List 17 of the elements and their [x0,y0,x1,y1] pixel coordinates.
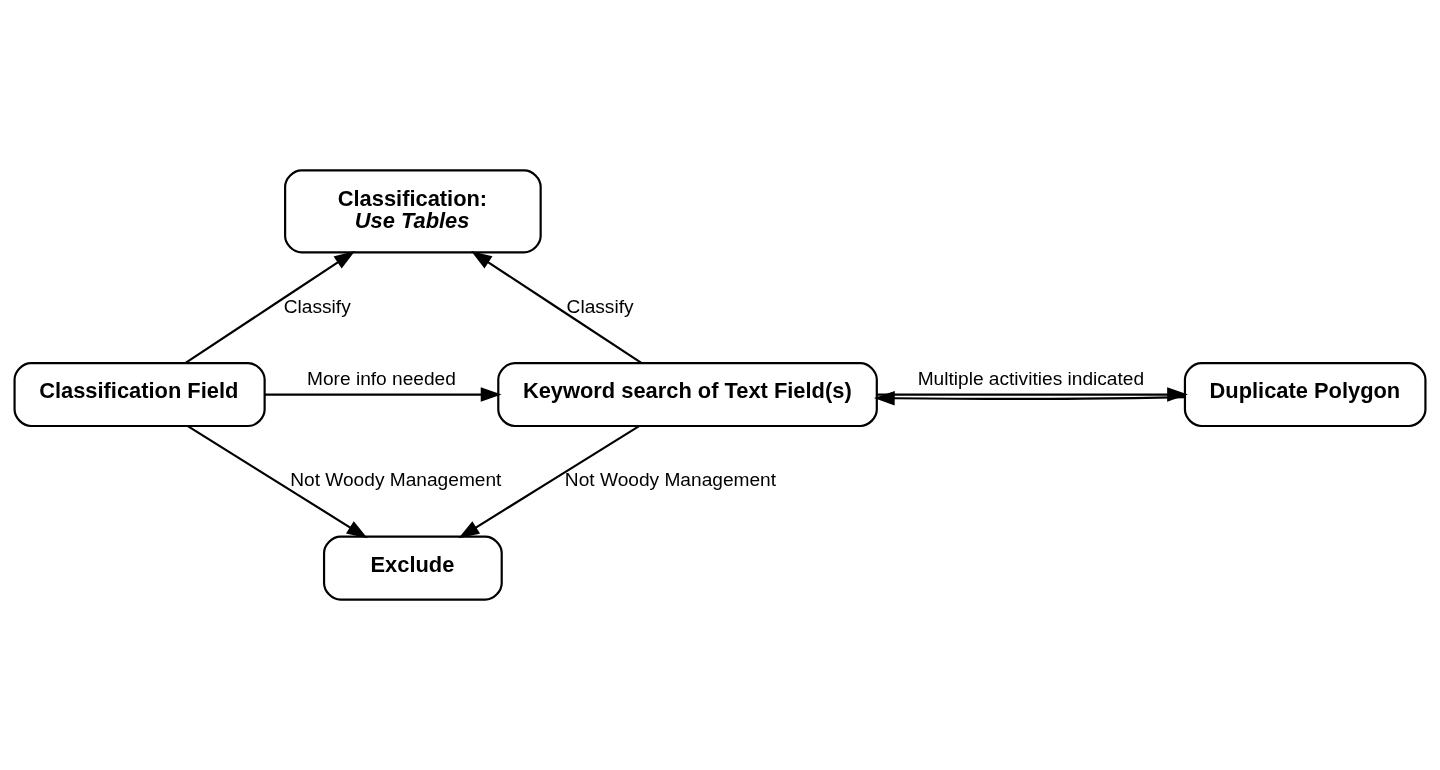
edge-label: Classify [566,295,634,317]
edge-label: Classify [283,295,351,317]
edge-label: Multiple activities indicated [917,368,1145,390]
node-box: Exclude [322,535,503,601]
edge-label: More info needed [307,368,456,390]
node-box: Keyword search of Text Field(s) [497,362,878,428]
arrow [471,251,643,364]
arrow [458,425,640,539]
edge-label: Not Woody Management [564,469,777,491]
arrow [264,387,502,402]
node-box: Classification Field [13,362,266,428]
edge-label: Not Woody Management [290,469,502,491]
node-box: Classification: Use Tables [284,169,542,254]
arrow [187,425,368,539]
node-box: Duplicate Polygon [1183,362,1427,428]
arrow [873,390,1185,406]
arrow [184,251,355,364]
